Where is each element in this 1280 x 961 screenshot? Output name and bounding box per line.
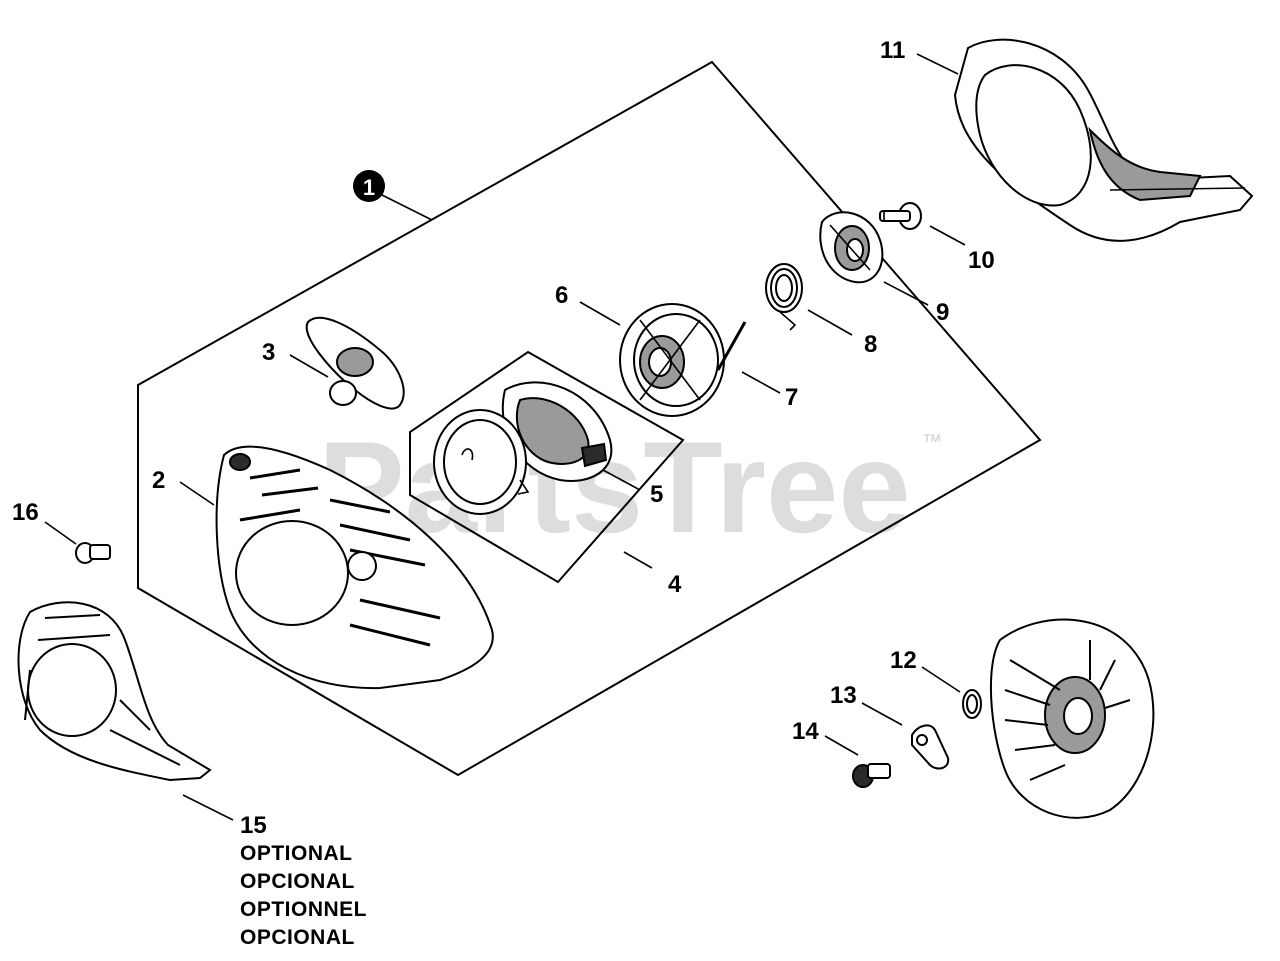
callout-13[interactable]: 13 (830, 682, 857, 709)
callout-2[interactable]: 2 (152, 467, 165, 494)
part-9-ratchet[interactable] (819, 211, 884, 284)
callout-8[interactable]: 8 (864, 331, 877, 358)
optional-note-es: OPCIONAL (240, 870, 355, 893)
part-11-fan-cover[interactable] (953, 38, 1254, 242)
part-10-bolt[interactable] (879, 202, 922, 230)
subkit-outline-frame (409, 350, 685, 584)
callout-9[interactable]: 9 (936, 299, 949, 326)
optional-note-fr: OPTIONNEL (240, 898, 367, 921)
callout-14[interactable]: 14 (792, 718, 819, 745)
flywheel (989, 618, 1155, 819)
part-8-spring[interactable] (765, 263, 803, 331)
part-5-spring-case[interactable] (501, 381, 613, 482)
part-13-pawl[interactable] (911, 724, 950, 770)
leader-lines (44, 53, 966, 821)
callout-3[interactable]: 3 (262, 339, 275, 366)
kit-badge-1[interactable]: 1 (353, 170, 385, 202)
callout-5[interactable]: 5 (650, 481, 663, 508)
part-12-spring[interactable] (962, 689, 982, 719)
callout-11[interactable]: 11 (880, 37, 905, 64)
optional-note-pt: OPCIONAL (240, 926, 355, 949)
part-16-bolt[interactable] (75, 542, 111, 564)
part-2-starter-housing[interactable] (215, 445, 494, 690)
optional-note-en: OPTIONAL (240, 842, 353, 865)
part-6-pulley[interactable] (619, 303, 725, 417)
kit-badge-label: 1 (363, 175, 375, 200)
watermark-trademark: ™ (922, 431, 942, 453)
callout-6[interactable]: 6 (555, 282, 568, 309)
part-15-optional-cover[interactable] (17, 601, 212, 782)
callout-4[interactable]: 4 (668, 571, 682, 598)
part-14-shoulder-bolt[interactable] (852, 763, 891, 788)
part-3-starter-handle[interactable] (305, 316, 405, 410)
kit-outline-frame (137, 60, 1042, 777)
callout-12[interactable]: 12 (890, 647, 917, 674)
callout-7[interactable]: 7 (785, 384, 798, 411)
callout-16[interactable]: 16 (12, 499, 39, 526)
callout-10[interactable]: 10 (968, 247, 995, 274)
callout-15[interactable]: 15 (240, 812, 267, 839)
part-4-recoil-spring[interactable] (433, 409, 530, 515)
part-7-starter-rope[interactable] (716, 321, 747, 371)
